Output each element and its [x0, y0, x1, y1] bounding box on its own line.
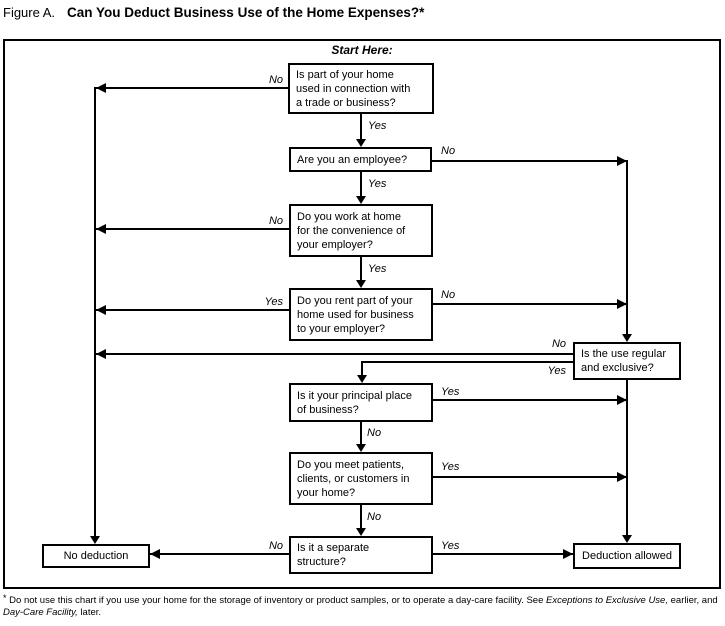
node-q1: Is part of your home used in connection …	[288, 63, 434, 114]
label-q4-yes: Yes	[264, 296, 283, 308]
label-q6-yes: Yes	[441, 386, 460, 398]
node-q2: Are you an employee?	[289, 147, 432, 172]
edge-q8-yes-line	[433, 553, 573, 555]
connector-q2-q3-line	[360, 172, 362, 196]
edge-q5-no-line	[96, 353, 573, 355]
node-deduction-allowed-text: Deduction allowed	[582, 550, 672, 562]
arrowhead-down-q8	[356, 528, 366, 536]
connector-q1-q2-line	[360, 114, 362, 139]
footnote-text-1: Do not use this chart if you use your ho…	[6, 595, 547, 606]
footnote-italic-1: Exceptions to Exclusive Use,	[546, 595, 668, 606]
node-q6-text: Is it your principal place of business?	[297, 389, 412, 416]
node-q8: Is it a separate structure?	[289, 536, 433, 574]
label-q6-no: No	[367, 427, 382, 439]
arrowhead-down-deduction-allowed	[622, 535, 632, 543]
label-q2-no: No	[441, 145, 456, 157]
node-q7: Do you meet patients, clients, or custom…	[289, 452, 433, 505]
node-q4-text: Do you rent part of your home used for b…	[297, 294, 414, 335]
edge-q1-no-line	[96, 87, 288, 89]
arrowhead-left-q3-no	[96, 224, 106, 234]
arrowhead-left-q8-no	[150, 549, 160, 559]
connector-q6-q7-line	[360, 422, 362, 444]
edge-q3-no-line	[96, 228, 289, 230]
arrowhead-right-q8-yes	[563, 549, 573, 559]
left-trunk-line	[94, 87, 96, 536]
label-q8-no: No	[268, 540, 283, 552]
arrowhead-down-q5	[622, 334, 632, 342]
label-q5-yes: Yes	[547, 365, 566, 377]
right-trunk-upper-line	[626, 160, 628, 334]
edge-q5-yes-drop-line	[361, 361, 363, 376]
connector-q3-q4-line	[360, 257, 362, 280]
arrowhead-down-q3	[356, 196, 366, 204]
figure-label: Figure A.	[3, 5, 56, 20]
edge-q8-no-line	[150, 553, 289, 555]
start-here-label: Start Here:	[331, 43, 393, 57]
node-q5-text: Is the use regular and exclusive?	[581, 348, 666, 374]
label-q1-yes: Yes	[368, 120, 387, 132]
node-q5: Is the use regular and exclusive?	[573, 342, 681, 380]
label-q7-yes: Yes	[441, 461, 460, 473]
page-title: Can You Deduct Business Use of the Home …	[67, 5, 425, 20]
arrowhead-down-q2	[356, 139, 366, 147]
edge-q6-yes-line	[433, 399, 626, 401]
edge-q4-no-line	[433, 303, 626, 305]
connector-q7-q8-line	[360, 505, 362, 528]
node-q8-text: Is it a separate structure?	[297, 542, 370, 568]
label-q4-no: No	[441, 289, 456, 301]
label-q7-no: No	[367, 511, 382, 523]
node-no-deduction-text: No deduction	[63, 550, 129, 562]
arrowhead-right-q7-yes	[617, 472, 627, 482]
footnote-italic-2: Day-Care Facility,	[3, 607, 78, 618]
arrowhead-left-q1-no	[96, 83, 106, 93]
label-q2-yes: Yes	[368, 178, 387, 190]
node-q1-text: Is part of your home used in connection …	[296, 68, 411, 109]
node-q3: Do you work at home for the convenience …	[289, 204, 433, 257]
node-q6: Is it your principal place of business?	[289, 383, 433, 422]
edge-q2-no-line	[432, 160, 626, 162]
footnote-marker: *	[3, 593, 7, 603]
footnote-text-3: later.	[77, 607, 102, 618]
edge-q4-yes-line	[96, 309, 289, 311]
node-q3-text: Do you work at home for the convenience …	[297, 210, 406, 251]
arrowhead-left-q5-no	[96, 349, 106, 359]
node-q4: Do you rent part of your home used for b…	[289, 288, 433, 341]
node-q2-text: Are you an employee?	[297, 153, 408, 166]
node-deduction-allowed: Deduction allowed	[573, 543, 681, 569]
label-q3-yes: Yes	[368, 263, 387, 275]
right-trunk-lower-line	[626, 380, 628, 535]
edge-q5-yes-line	[361, 361, 573, 363]
label-q8-yes: Yes	[441, 540, 460, 552]
arrowhead-down-q4	[356, 280, 366, 288]
arrowhead-right-q2-no	[617, 156, 627, 166]
arrowhead-left-q4-yes	[96, 305, 106, 315]
arrowhead-down-q6	[357, 375, 367, 383]
footnote-text-2: earlier, and	[668, 595, 718, 606]
node-q7-text: Do you meet patients, clients, or custom…	[297, 458, 410, 499]
arrowhead-right-q6-yes	[617, 395, 627, 405]
label-q1-no: No	[268, 74, 283, 86]
label-q3-no: No	[268, 215, 283, 227]
arrowhead-down-no-deduction	[90, 536, 100, 544]
node-no-deduction: No deduction	[42, 544, 150, 568]
figure-title-row: Figure A. Can You Deduct Business Use of …	[3, 4, 424, 22]
footnote: * Do not use this chart if you use your …	[3, 592, 720, 619]
arrowhead-right-q4-no	[617, 299, 627, 309]
edge-q7-yes-line	[433, 476, 626, 478]
flowchart-frame	[3, 39, 721, 589]
label-q5-no: No	[551, 338, 566, 350]
arrowhead-down-q7	[356, 444, 366, 452]
